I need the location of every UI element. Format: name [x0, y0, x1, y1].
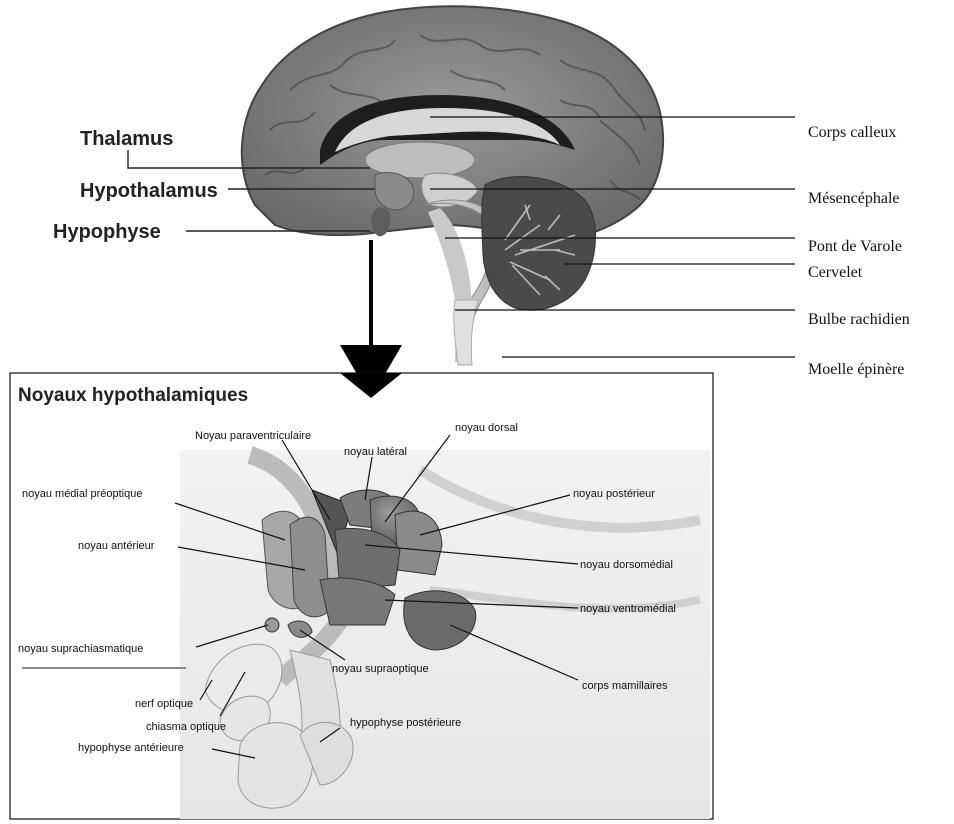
brain-sagittal [242, 6, 663, 365]
label-noyau-lateral: noyau latéral [344, 446, 407, 458]
label-nerf-optique: nerf optique [135, 698, 193, 710]
label-bulbe-rachidien: Bulbe rachidien [808, 311, 910, 328]
label-noyau-supraoptique: noyau supraoptique [332, 663, 429, 675]
label-corps-mamillaires: corps mamillaires [582, 680, 668, 692]
label-cervelet: Cervelet [808, 264, 863, 281]
label-noyau-paraventriculaire: Noyau paraventriculaire [195, 430, 311, 442]
label-hypophyse-posterieure: hypophyse postérieure [350, 717, 461, 729]
label-hypophyse-anterieure: hypophyse antérieure [78, 742, 184, 754]
label-pont-de-varole: Pont de Varole [808, 238, 902, 255]
label-mesencephale: Mésencéphale [808, 190, 900, 207]
label-hypophyse: Hypophyse [53, 221, 161, 243]
label-hypothalamus: Hypothalamus [80, 180, 218, 202]
label-moelle-epinere: Moelle épinère [808, 361, 904, 378]
inset-title: Noyaux hypothalamiques [18, 385, 248, 406]
label-corps-calleux: Corps calleux [808, 124, 896, 141]
label-noyau-dorsomedial: noyau dorsomédial [580, 559, 673, 571]
cerebellum [482, 177, 596, 311]
label-thalamus: Thalamus [80, 128, 173, 150]
anterior-nucleus [290, 517, 330, 617]
label-noyau-medial-preoptique: noyau médial préoptique [22, 488, 142, 500]
label-noyau-anterieur: noyau antérieur [78, 540, 155, 552]
label-noyau-ventromedial: noyau ventromédial [580, 603, 676, 615]
label-noyau-suprachiasmatique: noyau suprachiasmatique [18, 643, 143, 655]
label-noyau-dorsal: noyau dorsal [455, 422, 518, 434]
label-noyau-posterieur: noyau postérieur [573, 488, 655, 500]
label-chiasma-optique: chiasma optique [146, 721, 226, 733]
